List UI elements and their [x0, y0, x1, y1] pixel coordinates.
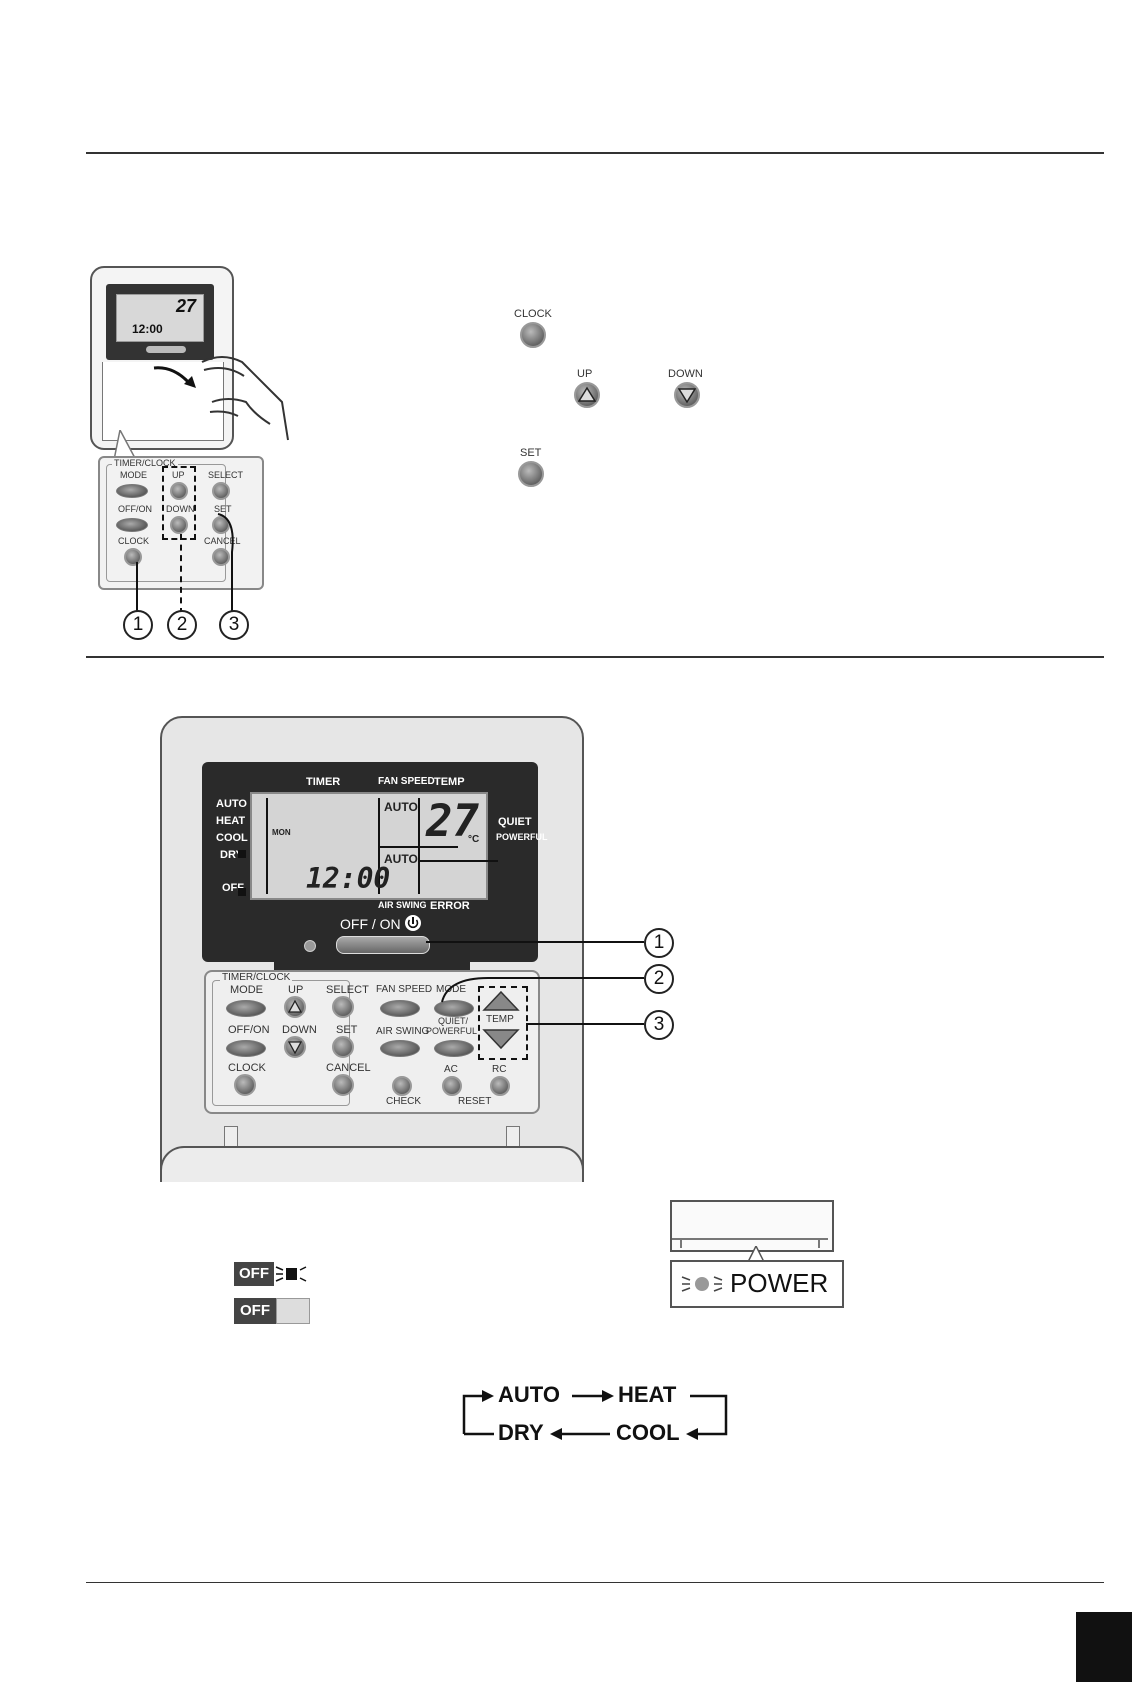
- large-remote: TIMER FAN SPEED TEMP AUTO HEAT COOL DRY …: [160, 716, 584, 1182]
- temp-down-button[interactable]: [482, 1028, 520, 1050]
- power-led-icon: [681, 1276, 723, 1292]
- large-callout-3: 3: [644, 1010, 674, 1040]
- mode-auto: AUTO: [498, 1382, 560, 1407]
- large-clock-button[interactable]: [234, 1074, 256, 1096]
- up-triangle-icon: [287, 999, 303, 1013]
- large-set-button[interactable]: [332, 1036, 354, 1058]
- large-fan-speed-button[interactable]: [380, 1000, 420, 1017]
- mode-cycle-diagram: AUTO HEAT COOL DRY: [458, 1376, 738, 1446]
- large-callout-2: 2: [644, 964, 674, 994]
- set-icon-label: SET: [520, 447, 542, 459]
- callout-line-3: [526, 1023, 644, 1025]
- small-select-button[interactable]: [212, 482, 230, 500]
- mode-heat: HEAT: [618, 1382, 677, 1407]
- large-lcd-temperature: 27: [426, 796, 479, 847]
- small-down-button[interactable]: [170, 516, 188, 534]
- down-button-icon[interactable]: [674, 382, 700, 408]
- callout-line-1: [426, 941, 644, 943]
- small-cancel-button[interactable]: [212, 548, 230, 566]
- middle-rule: [86, 656, 1104, 658]
- small-set-button[interactable]: [212, 516, 230, 534]
- small-offon-button[interactable]: [116, 518, 148, 532]
- indoor-unit-icon: [670, 1200, 834, 1252]
- small-remote-illustration: 27 12:00 TIMER/CLOCK MODE UP SELECT OFF/…: [86, 262, 296, 646]
- large-select-button[interactable]: [332, 996, 354, 1018]
- temp-label: TEMP: [486, 1014, 514, 1025]
- temp-up-button[interactable]: [482, 990, 520, 1012]
- small-clock-button[interactable]: [124, 548, 142, 566]
- power-label: POWER: [730, 1268, 829, 1298]
- large-down-button[interactable]: [284, 1036, 306, 1058]
- small-lcd-time: 12:00: [132, 322, 163, 336]
- small-callout-1: 1: [123, 610, 153, 640]
- large-lcd-screen: MON AUTO AUTO 27 °C 12:00: [238, 792, 498, 900]
- large-ac-button[interactable]: [442, 1076, 462, 1096]
- off-blink-indicator: OFF: [234, 1262, 310, 1286]
- large-callout-1: 1: [644, 928, 674, 958]
- down-triangle-icon: [677, 388, 697, 404]
- large-mode-button[interactable]: [226, 1000, 266, 1017]
- top-rule: [86, 152, 1104, 154]
- large-up-button[interactable]: [284, 996, 306, 1018]
- hand-icon: [201, 356, 289, 441]
- large-check-button[interactable]: [392, 1076, 412, 1096]
- open-arrow-icon: [153, 366, 196, 388]
- small-mode-button[interactable]: [116, 484, 148, 498]
- clock-button-icon[interactable]: [520, 322, 546, 348]
- offon-button[interactable]: [336, 936, 430, 954]
- mode-cool: COOL: [616, 1420, 680, 1445]
- mode-dry: DRY: [498, 1420, 544, 1445]
- down-icon-label: DOWN: [668, 368, 703, 380]
- updown-highlight: [162, 466, 196, 540]
- up-triangle-icon: [577, 386, 597, 402]
- small-lcd: 27 12:00: [106, 284, 214, 360]
- power-symbol-icon: [405, 915, 421, 931]
- large-lcd-time: 12:00: [306, 862, 391, 895]
- callout-line-2: [441, 977, 644, 1003]
- small-callout-2: 2: [167, 610, 197, 640]
- large-button-panel: [204, 970, 540, 1114]
- large-offon-button[interactable]: [226, 1040, 266, 1057]
- clock-icon-label: CLOCK: [514, 308, 552, 320]
- small-up-button[interactable]: [170, 482, 188, 500]
- power-indicator-box: POWER: [670, 1260, 844, 1308]
- large-group-label: TIMER/CLOCK: [220, 972, 293, 983]
- down-triangle-icon: [287, 1041, 303, 1055]
- up-button-icon[interactable]: [574, 382, 600, 408]
- small-lcd-temp: 27: [176, 296, 197, 316]
- small-group-label: TIMER/CLOCK: [112, 458, 178, 468]
- offon-label: OFF / ON: [340, 916, 401, 932]
- small-button-panel: TIMER/CLOCK MODE UP SELECT OFF/ON DOWN S…: [98, 456, 264, 590]
- page-corner-tab: [1076, 1612, 1132, 1682]
- up-icon-label: UP: [577, 368, 593, 380]
- large-air-swing-button[interactable]: [380, 1040, 420, 1057]
- large-cancel-button[interactable]: [332, 1074, 354, 1096]
- large-quiet-powerful-button[interactable]: [434, 1040, 474, 1057]
- off-steady-indicator: OFF: [234, 1298, 310, 1324]
- set-button-icon[interactable]: [518, 461, 544, 487]
- small-callout-3: 3: [219, 610, 249, 640]
- bottom-rule: [86, 1582, 1104, 1583]
- indicator-led: [304, 940, 316, 952]
- large-rc-button[interactable]: [490, 1076, 510, 1096]
- blinking-square-icon: [275, 1266, 307, 1282]
- large-mode2-button[interactable]: [434, 1000, 474, 1017]
